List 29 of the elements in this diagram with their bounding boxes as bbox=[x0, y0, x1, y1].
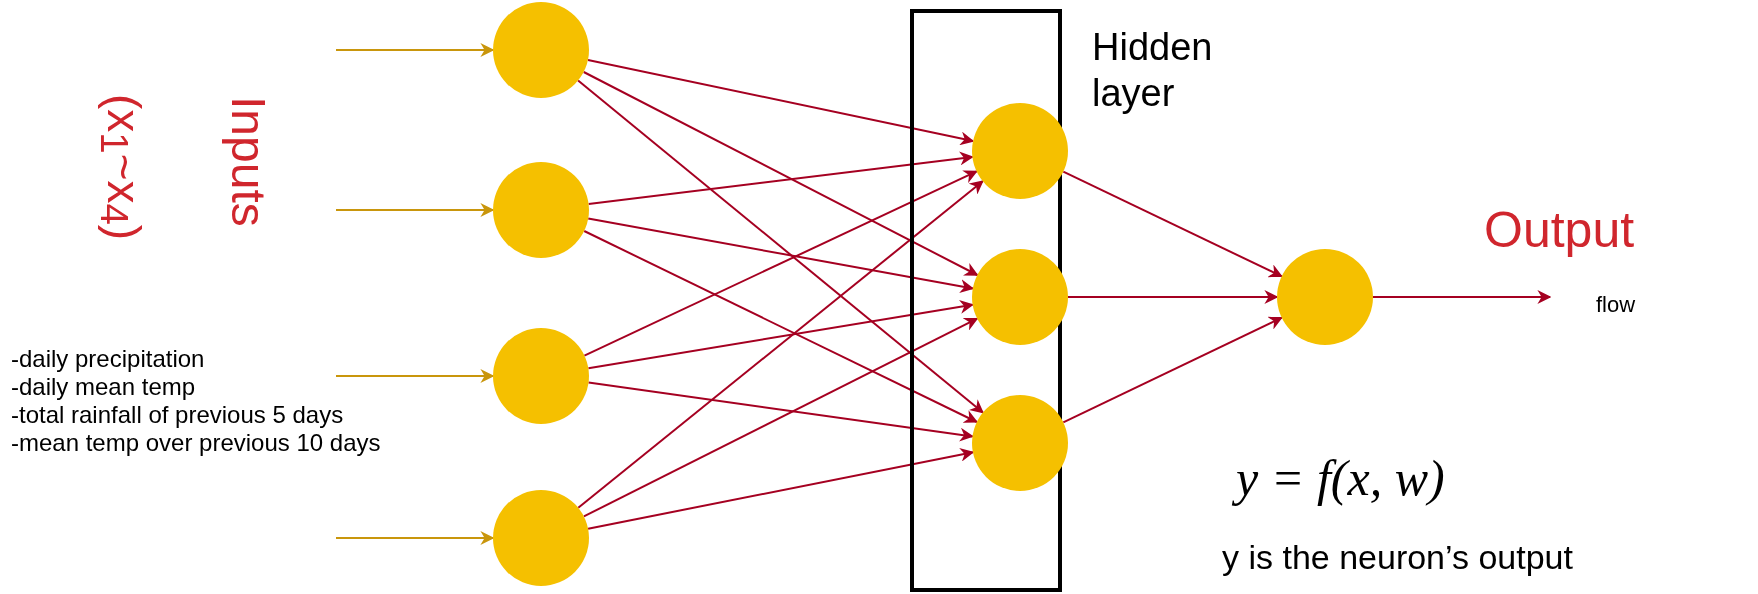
arrow bbox=[1062, 316, 1283, 424]
arrow bbox=[577, 180, 984, 509]
inputs-label: Inputs bbox=[221, 96, 277, 227]
layer-heading: Hidden layer bbox=[1092, 25, 1214, 116]
arrow bbox=[587, 299, 974, 370]
arrow bbox=[587, 217, 975, 294]
output-label: Output bbox=[1484, 202, 1635, 260]
arrow bbox=[335, 43, 495, 57]
arrow bbox=[582, 317, 979, 518]
arrow bbox=[335, 203, 495, 217]
arrow bbox=[1062, 170, 1283, 278]
formula-note: y is the neuron’s output bbox=[1222, 538, 1573, 578]
arrow bbox=[1372, 290, 1552, 304]
arrow bbox=[582, 71, 979, 276]
arrow bbox=[587, 447, 975, 530]
input-description: -daily precipitation bbox=[11, 345, 205, 373]
arrow bbox=[583, 170, 978, 357]
arrow bbox=[335, 531, 495, 545]
input-description: -daily mean temp bbox=[11, 373, 196, 401]
arrow bbox=[587, 151, 974, 206]
arrow bbox=[583, 230, 979, 423]
input-description: -mean temp over previous 10 days bbox=[11, 429, 381, 457]
arrow bbox=[335, 369, 495, 383]
output-name: flow bbox=[1596, 292, 1636, 318]
arrow bbox=[587, 58, 975, 146]
arrow bbox=[577, 79, 984, 414]
input-description: -total rainfall of previous 5 days bbox=[11, 401, 344, 429]
arrow bbox=[1067, 290, 1279, 304]
arrow bbox=[587, 381, 974, 442]
